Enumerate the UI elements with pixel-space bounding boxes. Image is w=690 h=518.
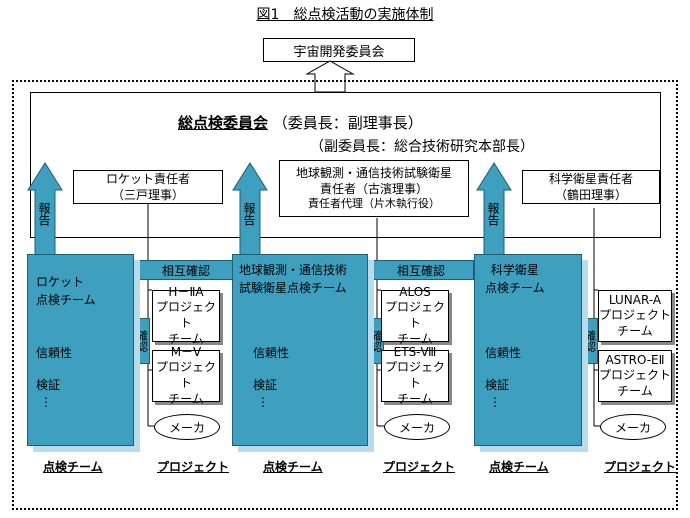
report-arrow-icon xyxy=(27,162,63,258)
committee-heading: 総点検委員会 （委員長：副理事長） xyxy=(178,112,423,133)
science-satellite-inspection-team: 科学衛星 点検チーム 信頼性 検証 ⋮ xyxy=(474,254,582,446)
project-label: チーム xyxy=(617,323,653,338)
project-label: チーム xyxy=(168,331,204,346)
footer-project-label: プロジェクト xyxy=(604,460,677,474)
team-label: 地球観測・通信技術 xyxy=(239,263,348,277)
team-item: 検証 xyxy=(253,378,278,392)
project-label: チーム xyxy=(397,331,433,346)
report-arrow-icon xyxy=(476,162,512,258)
team-item: 信頼性 xyxy=(36,346,73,360)
resp-line: 責任者（古濱理事） xyxy=(319,182,428,197)
resp-line: （鶴田理事） xyxy=(554,188,627,202)
team-label: 科学衛星 xyxy=(490,263,539,277)
maker-oval: メーカ xyxy=(384,414,450,440)
resp-line: ロケット責任者 xyxy=(105,171,190,186)
rocket-responsible-box: ロケット責任者 （三戸理事） xyxy=(73,170,223,204)
team-item: ⋮ xyxy=(257,395,269,409)
footer-team-label: 点検チーム xyxy=(263,460,323,474)
earth-observation-inspection-team: 地球観測・通信技術 試験衛星点検チーム 信頼性 検証 ⋮ xyxy=(232,254,368,446)
rocket-inspection-team: ロケット 点検チーム 信頼性 検証 ⋮ xyxy=(27,254,134,446)
earth-observation-responsible-box: 地球観測・通信技術試験衛星 責任者（古濱理事） 責任者代理（片木執行役） xyxy=(279,160,469,217)
space-development-committee-label: 宇宙開発委員会 xyxy=(293,44,385,60)
mutual-confirm-label: 相互確認 xyxy=(161,263,210,278)
maker-label: メーカ xyxy=(614,420,651,435)
outer-dotted-frame xyxy=(12,80,678,510)
report-label: 報告 xyxy=(486,202,500,226)
project-label: プロジェクト xyxy=(599,308,672,323)
confirm-band: 確認 xyxy=(582,318,598,364)
project-team-box: ASTRO-EⅡ プロジェクト チーム xyxy=(598,350,672,402)
diagram-title: 図1 総点検活動の実施体制 xyxy=(256,7,434,23)
project-name: ETS-Ⅷ xyxy=(393,344,437,359)
project-team-box: H－ⅡA プロジェクト チーム xyxy=(152,285,220,346)
project-name: ALOS xyxy=(399,284,431,299)
team-item: 検証 xyxy=(485,378,510,392)
maker-label: メーカ xyxy=(168,420,205,435)
team-label: ロケット xyxy=(36,275,85,289)
maker-oval: メーカ xyxy=(154,414,220,440)
confirm-label: 確認 xyxy=(369,330,383,352)
team-label: 点検チーム xyxy=(36,293,96,307)
project-team-box: LUNAR-A プロジェクト チーム xyxy=(598,290,672,342)
footer-team-label: 点検チーム xyxy=(43,460,103,474)
team-label: 点検チーム xyxy=(485,281,545,295)
mutual-confirm-label: 相互確認 xyxy=(396,263,445,278)
project-team-box: ETS-Ⅷ プロジェクト チーム xyxy=(381,345,449,406)
project-label: プロジェクト xyxy=(384,300,445,330)
report-arrow-icon xyxy=(232,162,268,258)
committee-vice-chair: （副委員長：総合技術研究本部長） xyxy=(310,139,534,155)
team-item: ⋮ xyxy=(489,395,501,409)
team-item: 検証 xyxy=(36,378,61,392)
project-label: チーム xyxy=(168,391,204,406)
confirm-band: 確認 xyxy=(368,318,384,364)
team-label: 試験衛星点検チーム xyxy=(239,281,347,295)
team-item: 信頼性 xyxy=(253,346,290,360)
committee-chair: （委員長：副理事長） xyxy=(272,114,423,132)
report-label: 報告 xyxy=(242,202,256,226)
project-label: プロジェクト xyxy=(384,360,445,390)
project-name: LUNAR-A xyxy=(608,292,662,307)
maker-oval: メーカ xyxy=(600,414,666,440)
project-name: ASTRO-EⅡ xyxy=(605,352,665,367)
project-team-box: M－Ⅴ プロジェクト チーム xyxy=(152,345,220,406)
project-label: プロジェクト xyxy=(155,300,216,330)
team-item: ⋮ xyxy=(40,395,52,409)
mutual-confirm-band: 相互確認 xyxy=(134,260,238,280)
team-item: 信頼性 xyxy=(485,346,522,360)
mutual-confirm-band: 相互確認 xyxy=(368,260,474,280)
committee-name: 総点検委員会 xyxy=(178,114,269,132)
confirm-label: 確認 xyxy=(135,330,149,352)
footer-project-label: プロジェクト xyxy=(383,460,456,474)
project-team-box: ALOS プロジェクト チーム xyxy=(381,285,449,346)
project-label: チーム xyxy=(617,383,653,398)
resp-line: 地球観測・通信技術試験衛星 xyxy=(295,165,452,180)
resp-line: 科学衛星責任者 xyxy=(548,171,633,186)
resp-line: 責任者代理（片木執行役） xyxy=(308,197,440,211)
inspection-committee-box xyxy=(30,92,661,238)
project-name: H－ⅡA xyxy=(168,284,204,299)
science-satellite-responsible-box: 科学衛星責任者 （鶴田理事） xyxy=(522,170,660,204)
project-label: チーム xyxy=(397,391,433,406)
upward-arrow-icon xyxy=(305,60,355,93)
report-label: 報告 xyxy=(37,202,51,226)
project-label: プロジェクト xyxy=(599,368,672,383)
resp-line: （三戸理事） xyxy=(111,188,184,202)
footer-team-label: 点検チーム xyxy=(489,460,549,474)
confirm-band: 確認 xyxy=(134,318,150,364)
maker-label: メーカ xyxy=(398,420,435,435)
confirm-label: 確認 xyxy=(583,330,597,352)
footer-project-label: プロジェクト xyxy=(157,460,230,474)
project-label: プロジェクト xyxy=(155,360,216,390)
project-name: M－Ⅴ xyxy=(170,344,202,359)
space-development-committee-box: 宇宙開発委員会 xyxy=(263,38,415,62)
